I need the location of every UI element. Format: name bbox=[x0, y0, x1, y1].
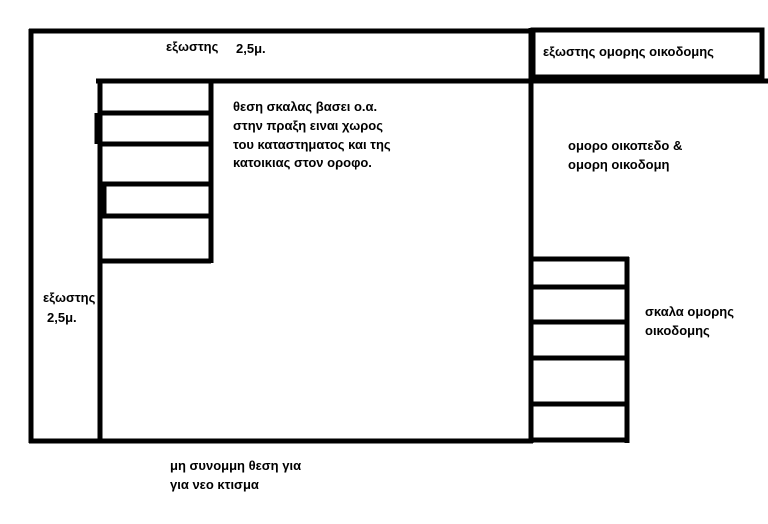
stair-note-line: κατοικιας στον οροφο. bbox=[233, 155, 372, 170]
stair-note-line: θεση σκαλας βασει ο.α. bbox=[233, 99, 378, 114]
neighbor-stair-label: σκαλα ομορης bbox=[645, 304, 734, 319]
neighbor-balcony-label: εξωστης ομορης οικοδομης bbox=[543, 44, 714, 59]
bottom-note-line: για νεο κτισμα bbox=[170, 477, 259, 492]
top-balcony-label: εξωστης bbox=[166, 39, 219, 54]
stair-note-line: του καταστηματος και της bbox=[233, 137, 391, 152]
neighbor-plot-label: ομορο οικοπεδο & bbox=[568, 138, 683, 153]
top-balcony-width: 2,5μ. bbox=[236, 41, 266, 56]
left-balcony-label: εξωστης bbox=[43, 290, 96, 305]
bottom-note-line: μη συνομμη θεση για bbox=[170, 458, 302, 473]
stair-note-line: στην πραξη ειναι χωρος bbox=[233, 118, 383, 133]
neighbor-balcony-box bbox=[530, 27, 765, 80]
neighbor-plot-label: ομορη οικοδομη bbox=[568, 157, 670, 172]
left-balcony-width: 2,5μ. bbox=[47, 310, 77, 325]
neighbor-stair-label: οικοδομης bbox=[645, 323, 710, 338]
